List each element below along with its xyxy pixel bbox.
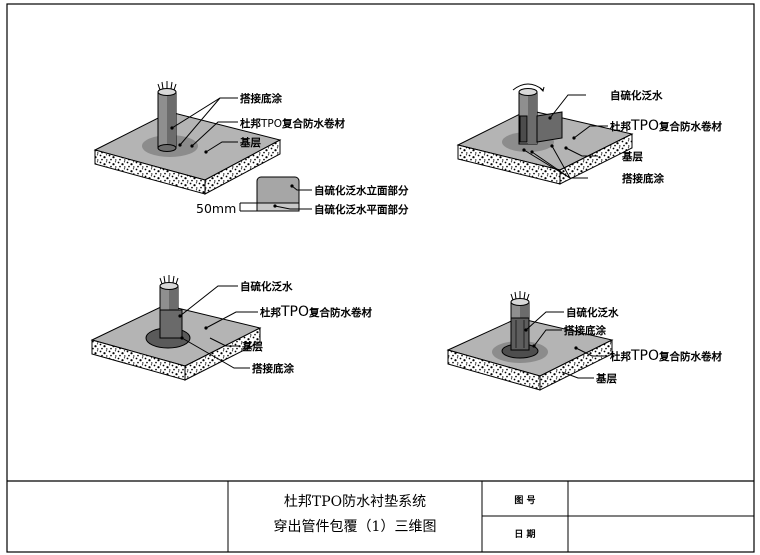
detail-3-pipe xyxy=(159,275,183,339)
flashing-horizontal-label: 自硫化泛水平面部分 xyxy=(314,203,409,216)
detail-2-membrane-label: 杜邦TPO复合防水卷材 xyxy=(610,118,723,134)
title-block: 杜邦TPO防水衬垫系统 穿出管件包覆（1）三维图 图 号 日 期 xyxy=(7,480,754,552)
detail-2-flashing-application: 自硫化泛水 杜邦TPO复合防水卷材 基层 搭接底涂 xyxy=(456,83,723,185)
detail-4-membrane-label: 杜邦TPO复合防水卷材 xyxy=(610,348,723,364)
detail-3-membrane-label: 杜邦TPO复合防水卷材 xyxy=(260,304,373,320)
flashing-piece-legend: 50mm 自硫化泛水立面部分 自硫化泛水平面部分 xyxy=(196,176,409,216)
drawing-number-label: 图 号 xyxy=(514,495,535,506)
title-line-2: 穿出管件包覆（1）三维图 xyxy=(274,519,437,535)
flashing-vertical-label: 自硫化泛水立面部分 xyxy=(314,184,409,197)
detail-1-substrate-label: 基层 xyxy=(239,136,261,149)
detail-1-membrane-label: 杜邦TPO复合防水卷材 xyxy=(240,117,346,130)
detail-3-flashing-label: 自硫化泛水 xyxy=(240,280,293,293)
title-line-1: 杜邦TPO防水衬垫系统 xyxy=(284,494,426,510)
date-label: 日 期 xyxy=(514,528,535,540)
detail-2-flashing-label: 自硫化泛水 xyxy=(610,89,663,102)
detail-4-finished-seal: 自硫化泛水 搭接底涂 杜邦TPO复合防水卷材 基层 xyxy=(446,291,723,391)
sheet-border xyxy=(6,3,755,553)
detail-4-flashing-label: 自硫化泛水 xyxy=(566,306,619,319)
detail-2-pipe xyxy=(512,83,545,145)
detail-4-primer-label: 搭接底涂 xyxy=(564,324,606,337)
detail-3-primer-label: 搭接底涂 xyxy=(252,362,294,375)
detail-3-flashing-wrapped: 自硫化泛水 杜邦TPO复合防水卷材 基层 搭接底涂 xyxy=(90,275,373,381)
detail-2-substrate-label: 基层 xyxy=(621,150,643,163)
dimension-50mm: 50mm xyxy=(196,201,236,216)
detail-2-primer-label: 搭接底涂 xyxy=(622,172,664,185)
detail-3-substrate-label: 基层 xyxy=(241,340,263,353)
detail-4-substrate-label: 基层 xyxy=(595,372,617,385)
detail-1-pipe xyxy=(157,81,177,152)
detail-4-pipe xyxy=(510,291,530,351)
detail-1-primer-label: 搭接底涂 xyxy=(240,92,282,105)
detail-1-membrane-over-pipe: 搭接底涂 杜邦TPO复合防水卷材 基层 xyxy=(93,81,346,195)
